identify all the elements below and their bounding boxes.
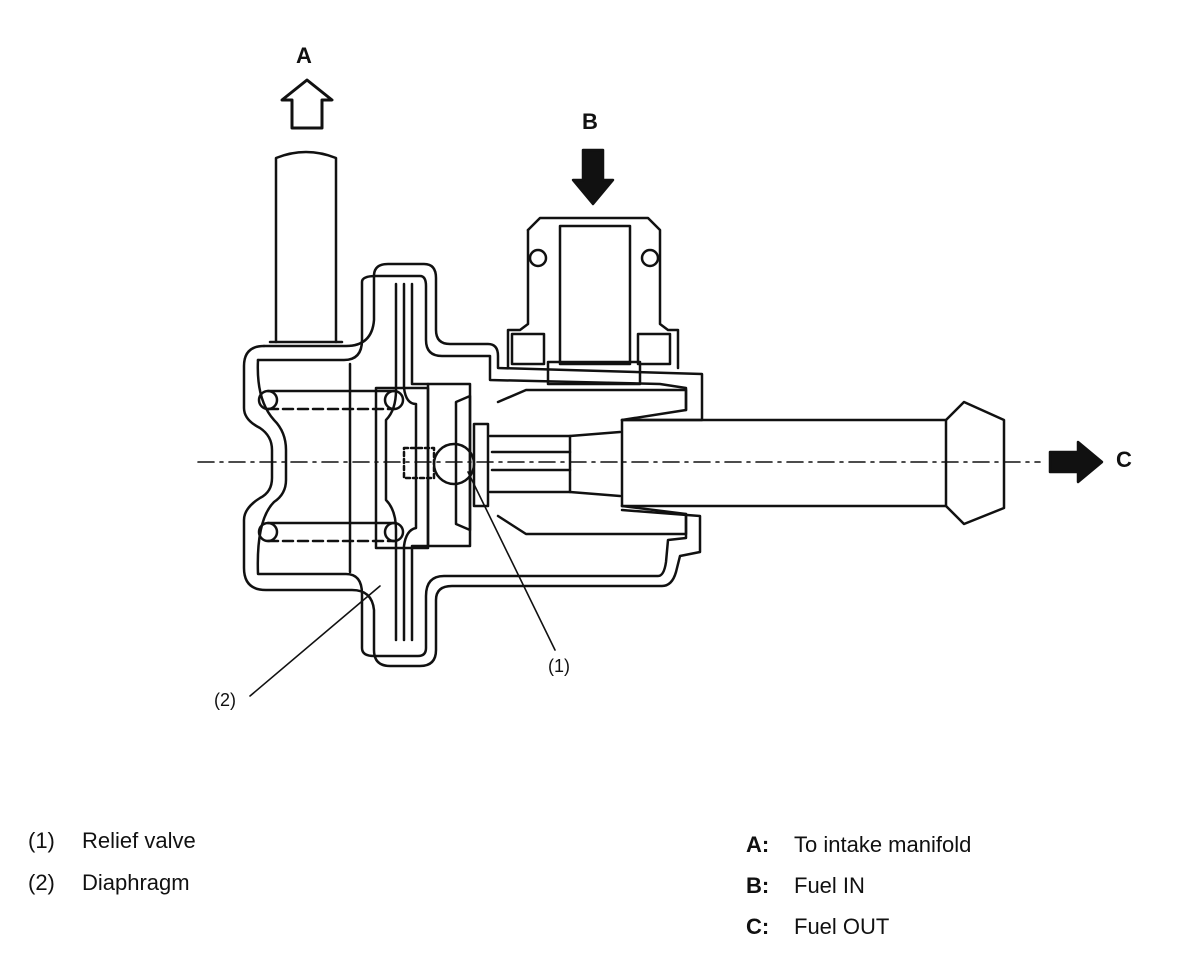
- arrow-b-icon: [571, 148, 615, 206]
- legend-text: Fuel OUT: [794, 914, 890, 939]
- diaphragm: [374, 282, 472, 642]
- fuel-outlet-pipe: [488, 388, 1006, 536]
- leader-line-2: [249, 585, 381, 697]
- legend-key: (2): [28, 870, 55, 895]
- legend-key: A:: [746, 832, 770, 857]
- legend-item-diaphragm: (2) Diaphragm: [28, 870, 190, 896]
- legend-item-relief-valve: (1) Relief valve: [28, 828, 196, 854]
- legend-text: To intake manifold: [794, 832, 972, 857]
- legend-key: C:: [746, 914, 770, 939]
- legend-text: Diaphragm: [82, 870, 190, 895]
- legend-text: Fuel IN: [794, 873, 865, 898]
- legend-key: B:: [746, 873, 770, 898]
- leader-line-1: [467, 471, 556, 651]
- port-label-b: B: [582, 109, 598, 134]
- legend-item-to-intake-manifold: A: To intake manifold: [746, 832, 971, 858]
- legend-key: (1): [28, 828, 55, 853]
- legend-item-fuel-in: B: Fuel IN: [746, 873, 865, 899]
- arrow-c-icon: [1048, 440, 1104, 484]
- port-label-c: C: [1116, 447, 1132, 472]
- fuel-inlet-fitting: [506, 216, 680, 386]
- callout-relief-valve: (1): [548, 656, 570, 676]
- spring-upper: [257, 389, 405, 411]
- regulator-housing: [242, 262, 704, 668]
- vacuum-tube: [268, 150, 344, 344]
- relief-valve: [402, 394, 490, 532]
- spring-lower: [257, 521, 405, 543]
- legend-text: Relief valve: [82, 828, 196, 853]
- callout-diaphragm: (2): [214, 690, 236, 710]
- port-label-a: A: [296, 43, 312, 68]
- arrow-a-icon: [280, 78, 334, 130]
- legend-item-fuel-out: C: Fuel OUT: [746, 914, 889, 940]
